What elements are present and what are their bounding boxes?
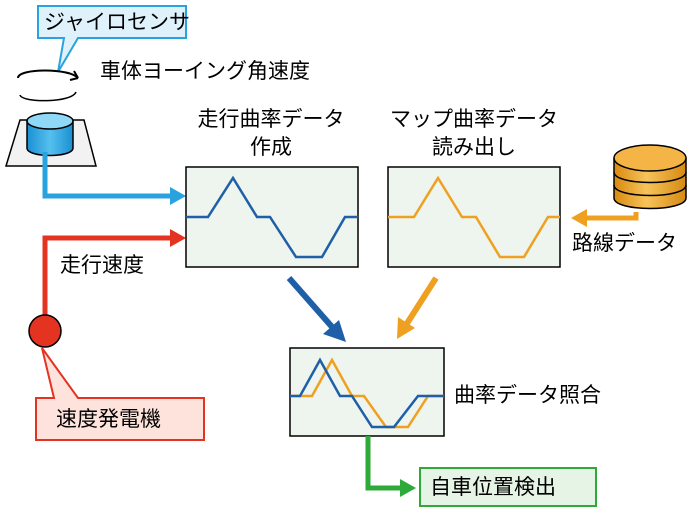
gyro-sensor-label: ジャイロセンサ	[44, 10, 190, 34]
curvature-matching-label: 曲率データ照合	[454, 383, 601, 407]
speed-to-curvature-arrow	[42, 229, 186, 318]
self-position-label: 自車位置検出	[430, 475, 556, 499]
speed-generator-icon	[28, 314, 62, 348]
road-database-icon	[613, 144, 687, 210]
curvature-matching-panel	[289, 347, 445, 437]
map-curvature-panel	[387, 166, 561, 268]
curvature-creation-title-line1: 走行曲率データ	[197, 107, 345, 131]
gyro-to-curvature-arrow	[42, 152, 186, 205]
curvature-creation-panel	[185, 166, 359, 268]
road-data-arrow	[571, 209, 639, 227]
speed-generator-callout	[35, 347, 205, 441]
gyro-sensor-icon	[4, 69, 97, 167]
self-position-box	[419, 467, 597, 507]
map-read-title-line2: 読み出し	[432, 135, 516, 159]
curvature-creation-title-line2: 作成	[250, 135, 292, 159]
speed-generator-label: 速度発電機	[56, 407, 161, 431]
map-read-title-line1: マップ曲率データ	[390, 107, 558, 131]
gyro-sensor-callout	[37, 5, 187, 73]
yaw-rate-label: 車体ヨーイング角速度	[100, 59, 310, 83]
map-to-matching-arrow	[397, 276, 439, 339]
travel-speed-label: 走行速度	[60, 253, 144, 277]
road-data-label: 路線データ	[572, 231, 677, 255]
matching-to-position-arrow	[365, 436, 416, 497]
curvature-to-matching-arrow	[286, 276, 346, 342]
